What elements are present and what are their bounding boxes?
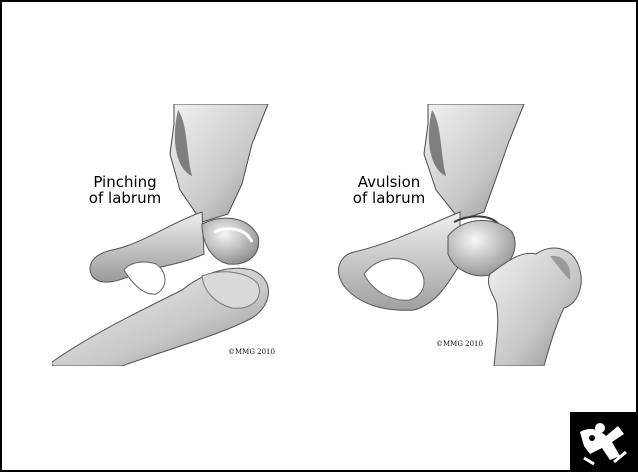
avulsion-panel: Avulsion of labrum ©MMG 2010 bbox=[324, 104, 588, 366]
avulsion-label-line1: Avulsion bbox=[344, 174, 434, 190]
avulsion-label: Avulsion of labrum bbox=[344, 174, 434, 206]
copyright-credit: ©MMG 2010 bbox=[436, 340, 483, 348]
logo-icon bbox=[570, 412, 636, 470]
hip-joint-pinching-illustration bbox=[52, 104, 316, 366]
pinching-label-line1: Pinching bbox=[84, 174, 166, 190]
avulsion-label-line2: of labrum bbox=[344, 190, 434, 206]
copyright-credit: ©MMG 2010 bbox=[228, 348, 275, 356]
logo bbox=[570, 412, 636, 470]
hip-joint-avulsion-illustration bbox=[324, 104, 588, 366]
pinching-panel: Pinching of labrum ©MMG 2010 bbox=[52, 104, 316, 366]
pinching-label-line2: of labrum bbox=[84, 190, 166, 206]
pinching-label: Pinching of labrum bbox=[84, 174, 166, 206]
